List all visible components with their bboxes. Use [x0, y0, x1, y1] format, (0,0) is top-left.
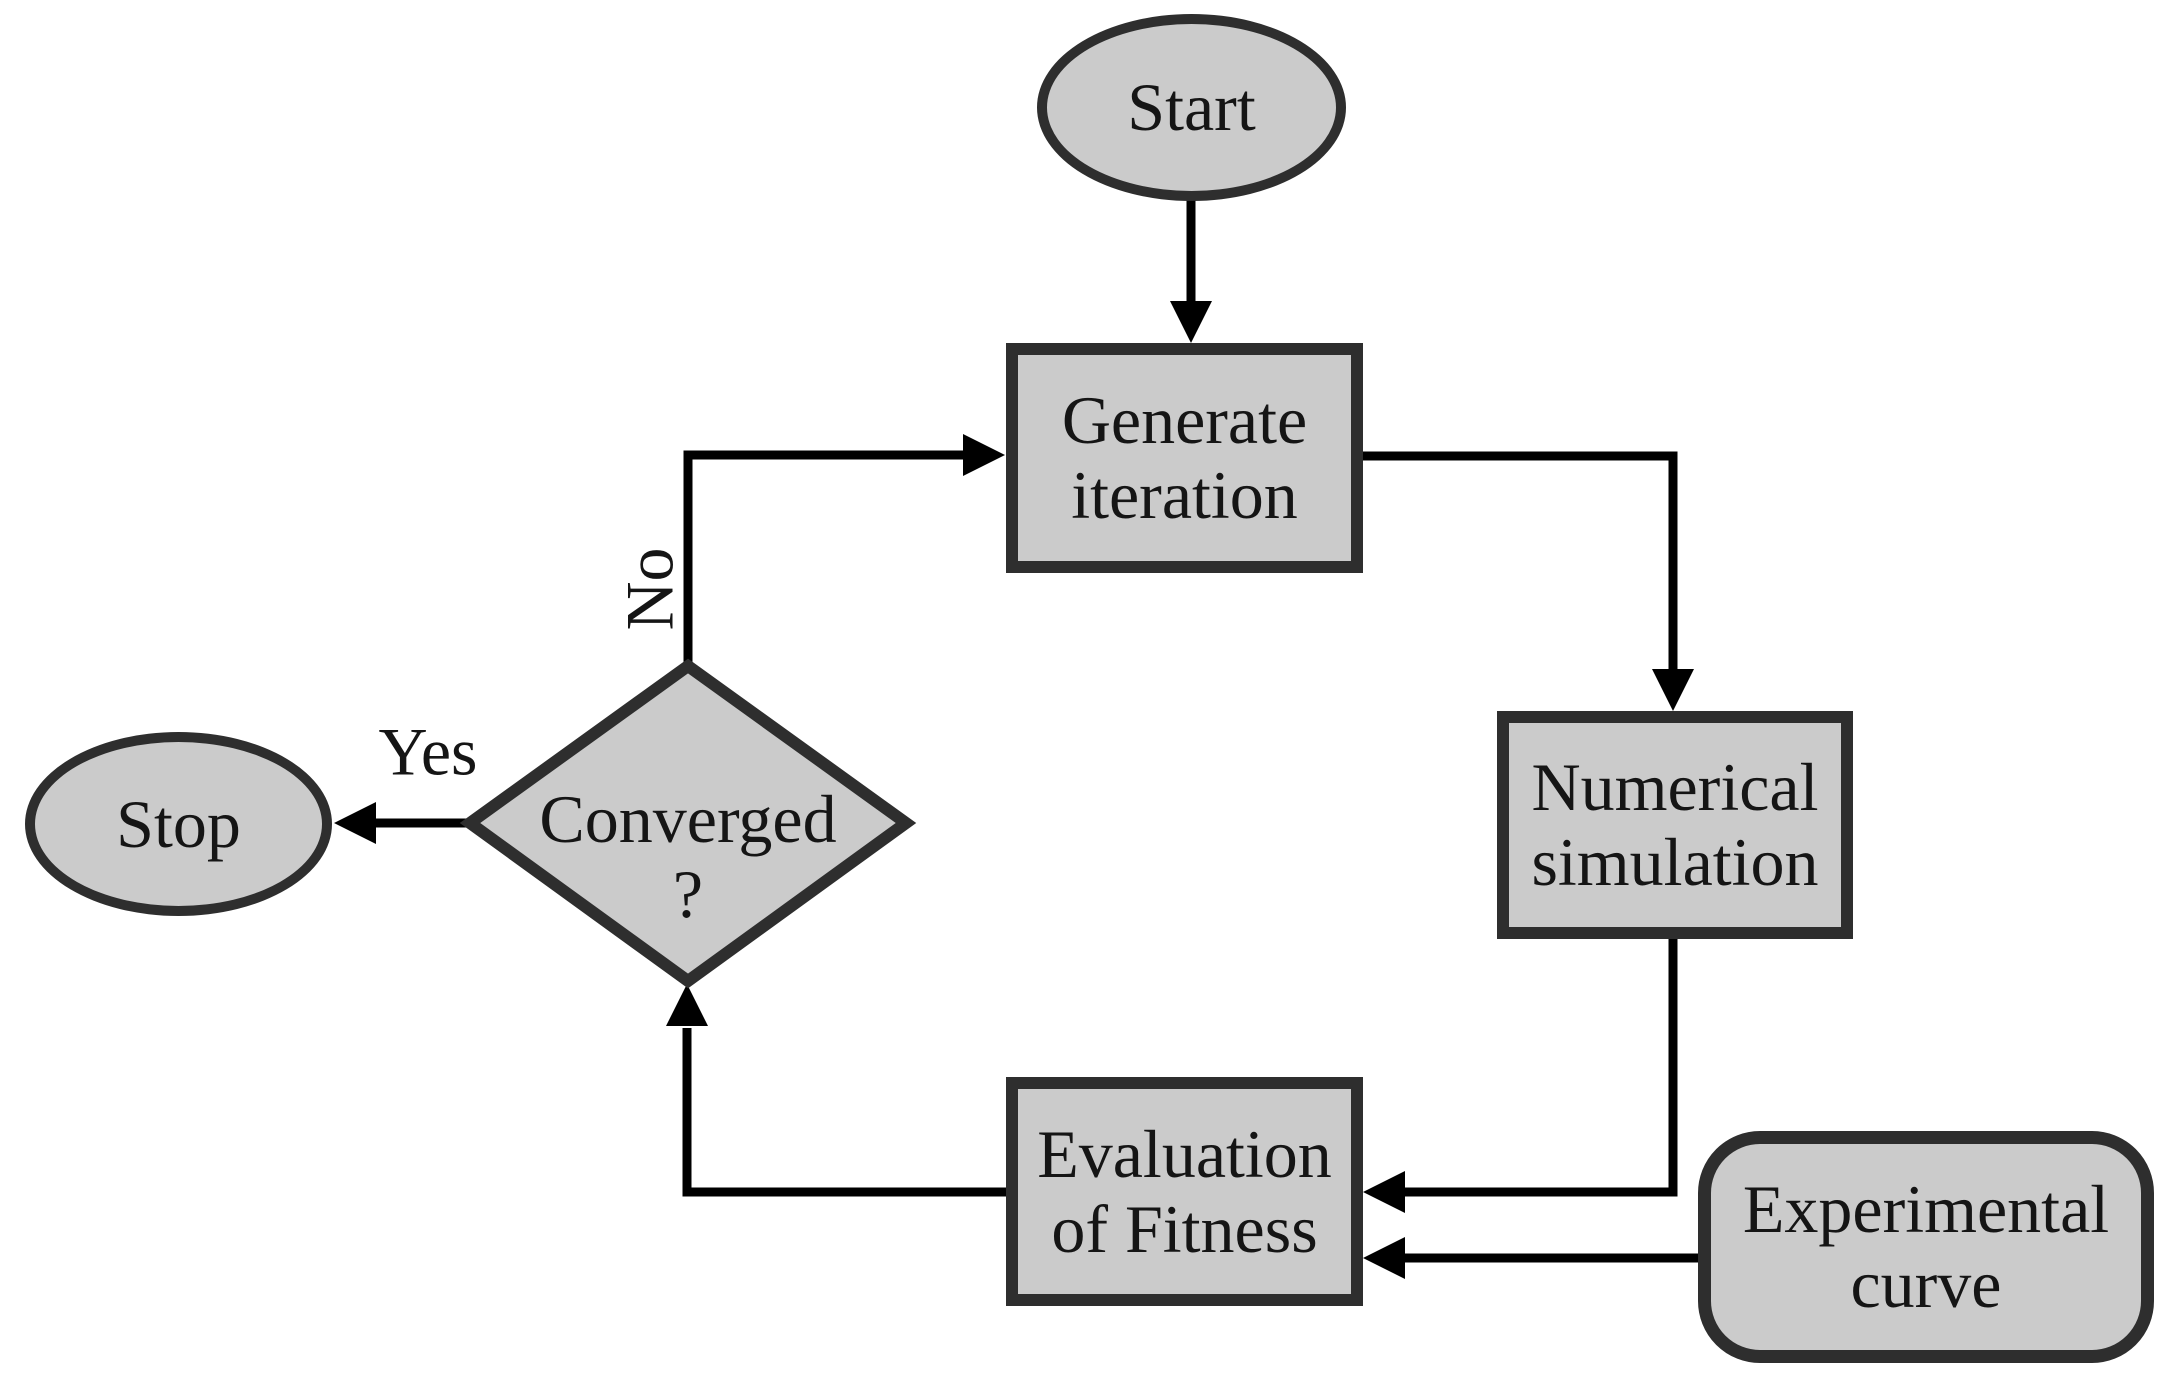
node-stop: Stop	[25, 732, 332, 916]
node-evaluation-of-fitness: Evaluation of Fitness	[1006, 1077, 1363, 1306]
generate-iteration-label-line1: Generate	[1061, 382, 1308, 459]
edge-label-no: No	[611, 547, 688, 631]
stop-label: Stop	[116, 785, 241, 862]
edge-numerical-to-evaluation	[1403, 937, 1678, 1197]
evaluation-of-fitness-label-line1: Evaluation	[1037, 1115, 1332, 1192]
experimental-curve-label-line1: Experimental	[1742, 1171, 2110, 1248]
node-experimental-curve: Experimental curve	[1698, 1131, 2154, 1363]
edge-evaluation-to-converged	[682, 1028, 1006, 1197]
arrowhead-start-to-generate	[1170, 301, 1212, 343]
converged-label-line2: ?	[672, 856, 704, 932]
arrowhead-evaluation-to-converged	[666, 984, 708, 1026]
decision-diamond-converged	[459, 658, 917, 989]
node-generate-iteration: Generate iteration	[1006, 343, 1363, 573]
edge-label-yes: Yes	[378, 713, 478, 790]
node-numerical-simulation: Numerical simulation	[1497, 711, 1853, 939]
arrowhead-experimental-to-evaluation	[1363, 1237, 1405, 1279]
numerical-simulation-label-line1: Numerical	[1531, 749, 1819, 826]
arrowhead-generate-to-numerical	[1652, 669, 1694, 711]
generate-iteration-label-line2: iteration	[1071, 457, 1298, 533]
converged-label-line1: Converged	[539, 781, 837, 858]
arrowhead-converged-to-generate	[963, 434, 1005, 476]
experimental-curve-label-line2: curve	[1850, 1246, 2002, 1322]
edge-converged-to-generate	[683, 450, 965, 666]
edge-generate-to-numerical	[1362, 451, 1678, 671]
converged-label: Converged ?	[539, 782, 836, 932]
arrowhead-numerical-to-evaluation	[1363, 1171, 1405, 1213]
start-label: Start	[1127, 69, 1256, 146]
numerical-simulation-label-line2: simulation	[1531, 824, 1819, 900]
node-start: Start	[1037, 14, 1346, 201]
arrowhead-converged-to-stop	[334, 802, 376, 844]
evaluation-of-fitness-label-line2: of Fitness	[1051, 1190, 1318, 1267]
